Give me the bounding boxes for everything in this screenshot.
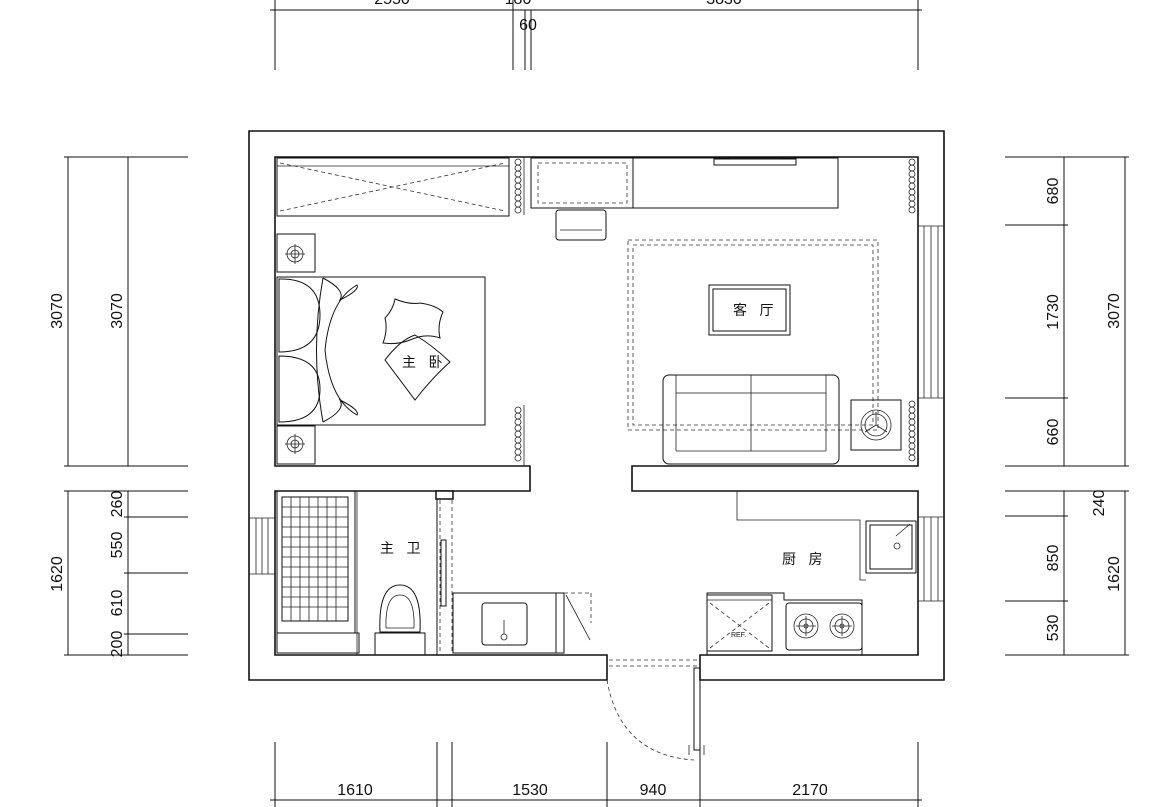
entry-door <box>606 659 705 761</box>
curtain-bedroom-bottom <box>514 405 525 466</box>
dim-top-3: 3830 <box>706 0 742 8</box>
dim-right-inner-6: 530 <box>1045 615 1062 642</box>
bedroom-furniture <box>276 157 525 466</box>
dim-bottom-3: 940 <box>640 782 667 799</box>
fridge <box>706 594 773 652</box>
dimension-top: 2550 180 3830 60 <box>270 0 922 70</box>
bed <box>276 276 486 426</box>
curtain-living-top <box>908 158 916 214</box>
living-furniture <box>530 157 916 465</box>
dim-right-inner-5: 850 <box>1045 545 1062 572</box>
dim-bottom-2: 1530 <box>512 782 548 799</box>
dim-left-inner-4: 610 <box>109 590 126 617</box>
dim-left-inner-1: 3070 <box>109 293 126 329</box>
dim-left-outer-1: 3070 <box>49 293 66 329</box>
dim-right-outer-2: 1620 <box>1106 556 1123 592</box>
nightstand-bottom <box>276 425 316 465</box>
room-label-living-room: 客 厅 <box>733 302 777 319</box>
shower-tile-grid <box>282 497 348 621</box>
bathroom-fixtures <box>276 490 592 656</box>
dim-left-outer-2: 1620 <box>49 556 66 592</box>
dim-top-2: 180 <box>505 0 532 8</box>
room-label-master-bath: 主 卫 <box>380 541 424 557</box>
dim-right-inner-1: 680 <box>1045 178 1062 205</box>
dim-right-outer-1: 3070 <box>1106 293 1123 329</box>
dim-bottom-1: 1610 <box>337 782 373 799</box>
walls <box>248 130 945 681</box>
room-label-master-bedroom: 主 卧 <box>402 355 446 371</box>
dim-right-inner-2: 1730 <box>1045 294 1062 330</box>
dim-bottom-4: 2170 <box>792 782 828 799</box>
room-label-kitchen: 厨 房 <box>782 552 826 568</box>
curtain-living-bottom <box>908 400 916 462</box>
curtain-bedroom-top <box>514 157 525 215</box>
dim-left-inner-5: 200 <box>109 631 126 658</box>
shower-tray <box>276 490 356 634</box>
dim-top-1: 2550 <box>374 0 410 8</box>
nightstand-top <box>276 233 316 273</box>
dimension-bottom: 1610 1530 940 2170 <box>270 742 922 807</box>
dimension-left: 3070 1620 3070 260 550 610 200 <box>49 156 188 658</box>
dim-right-inner-3: 660 <box>1045 419 1062 446</box>
kitchen-fixtures: REF. <box>706 520 917 656</box>
stove <box>785 602 863 651</box>
dim-left-inner-3: 550 <box>109 532 126 559</box>
dim-left-inner-2: 260 <box>109 491 126 518</box>
dimension-right: 680 1730 660 240 850 530 3070 1620 <box>1005 156 1129 656</box>
dim-right-inner-4: 240 <box>1091 490 1108 517</box>
fridge-label: REF. <box>731 632 746 639</box>
dim-top-extra: 60 <box>519 17 537 34</box>
